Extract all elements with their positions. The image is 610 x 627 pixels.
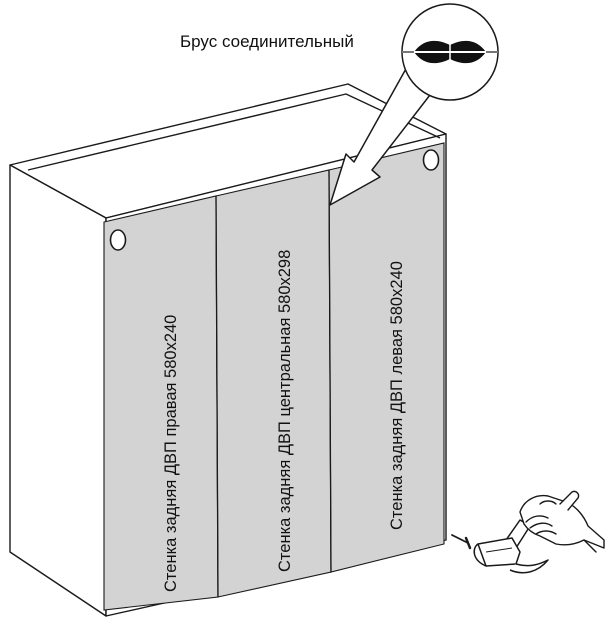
panel-right-label: Стенка задняя ДВП правая 580x240 [162, 315, 180, 592]
panel-center-label: Стенка задняя ДВП центральная 580x298 [276, 250, 294, 572]
hammer-icon [473, 519, 549, 574]
back-panels [103, 142, 445, 611]
panel-left [328, 142, 445, 573]
hole-right-icon [422, 149, 440, 171]
seams [215, 169, 332, 598]
panel-left-label: Стенка задняя ДВП левая 580x240 [388, 261, 406, 530]
callout-label: Брус соединительный [180, 32, 354, 51]
panel-center [215, 169, 332, 598]
seam-center-left [328, 169, 332, 573]
hole-left-icon [109, 229, 127, 251]
cabinet-left-side [9, 164, 107, 617]
hand-icon [519, 490, 605, 553]
panel-right [103, 195, 219, 611]
mount-holes [109, 149, 440, 251]
nail-icon [451, 534, 472, 550]
detail-circle-icon [401, 3, 499, 101]
pointer-arrow-icon [329, 57, 441, 206]
seam-right-center [215, 195, 219, 598]
